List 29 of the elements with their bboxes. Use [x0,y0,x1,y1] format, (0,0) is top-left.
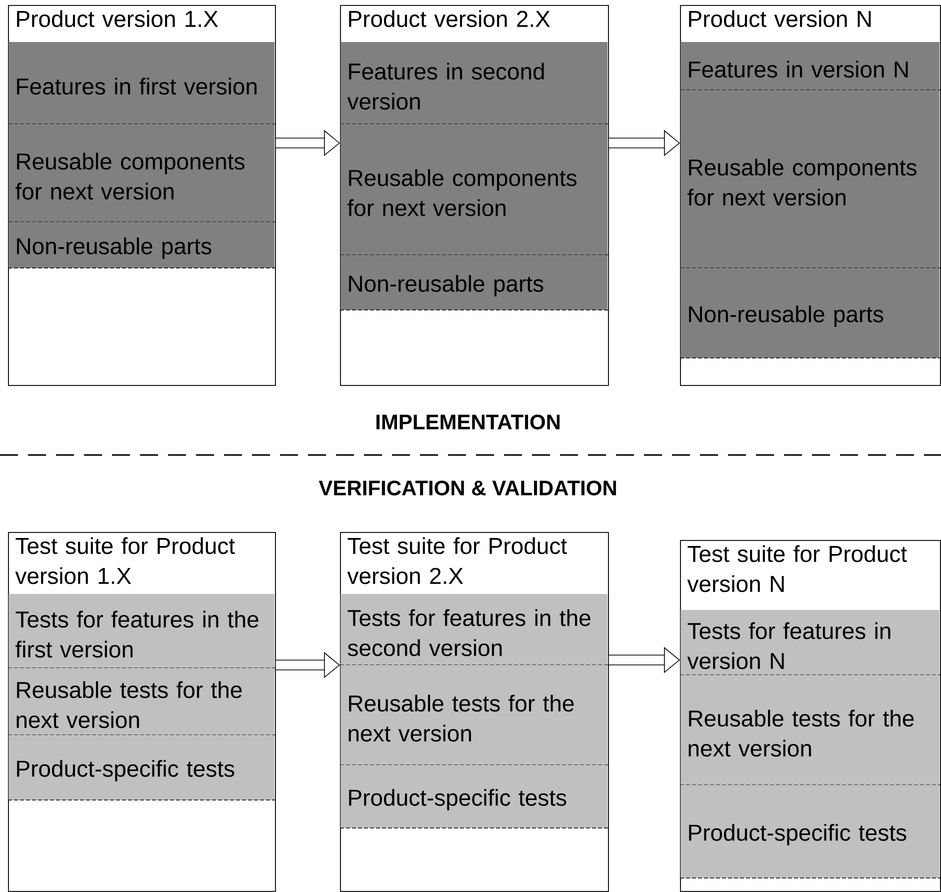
section-band: Reusable tests for the next version [340,665,608,766]
node-label: Reusable tests for the next version [688,710,914,757]
section-band: Product-specific tests [680,785,940,878]
node-label: Reusable tests for the next version [348,694,574,742]
section-band: Features in first version [8,42,276,124]
node-label: Product-specific tests [17,760,234,782]
section-band: Non-reusable parts [8,222,276,268]
node-label: Product-specific tests [349,788,566,810]
section-heading: VERIFICATION & VALIDATION [318,480,616,496]
section-band: Product-specific tests [340,765,608,828]
section-band: Non-reusable parts [680,268,940,358]
section-band: Non-reusable parts [340,255,608,310]
section-band: Reusable tests for the next version [680,675,940,786]
section-band: Tests for features in the second version [340,594,608,666]
section-band: Features in second version [340,42,608,124]
node-label: Non-reusable parts [689,305,884,327]
section-band: Product-specific tests [8,735,276,800]
node-label: Non-reusable parts [17,237,212,259]
node-label: Product-specific tests [689,824,906,846]
node-label: Non-reusable parts [349,274,544,296]
node-label: Reusable tests for the next version [16,681,242,728]
section-heading: IMPLEMENTATION [376,414,560,430]
section-band: Reusable tests for the next version [8,668,276,736]
node-label: Reusable components for next version [348,169,576,216]
node-label: Reusable components for next version [688,158,916,206]
section-band: Tests for features in version N [680,610,940,676]
node-label: Reusable components for next version [16,152,244,200]
section-band: Tests for features in the first version [8,594,276,668]
section-band: Features in version N [680,42,940,90]
